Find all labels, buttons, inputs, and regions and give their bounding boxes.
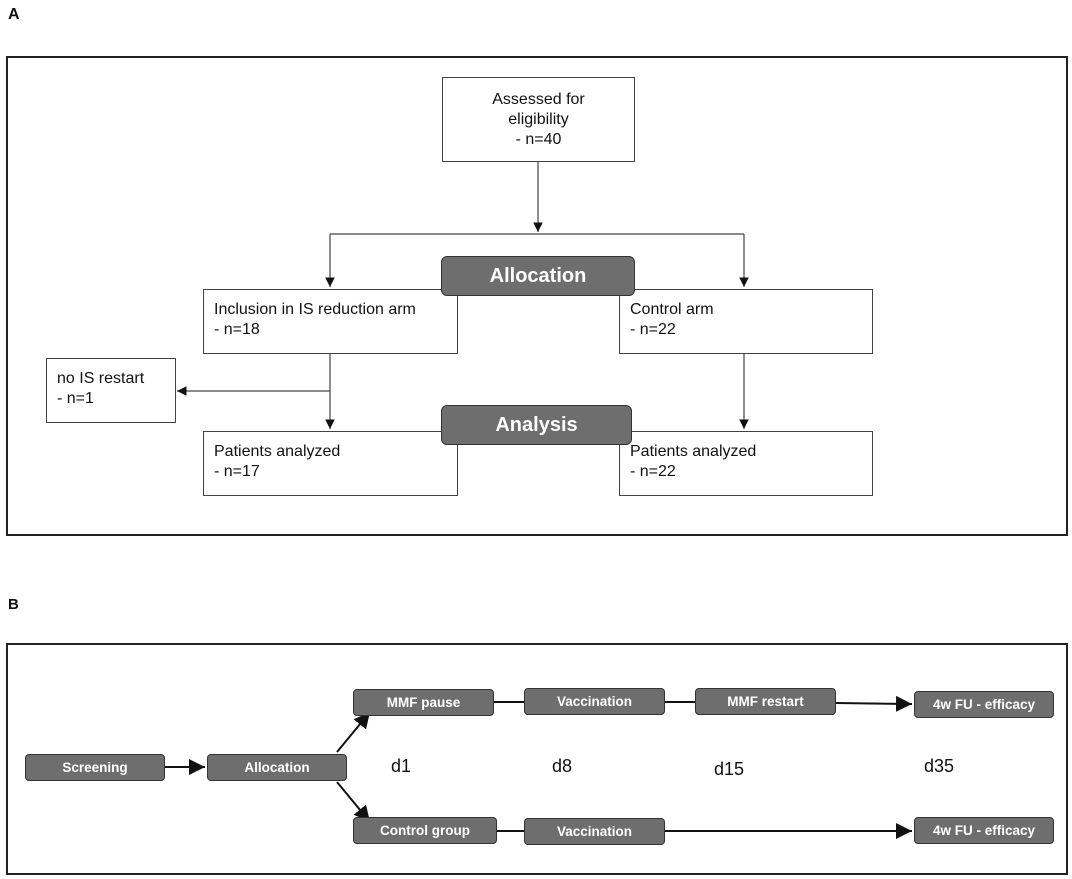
control-arm-box: Control arm - n=22 bbox=[619, 289, 873, 354]
allocation-box: Allocation bbox=[207, 754, 347, 781]
arrow-allocation-mmf bbox=[336, 711, 371, 753]
panel-b-label: B bbox=[8, 596, 19, 613]
assessed-line1: Assessed for bbox=[492, 90, 585, 108]
is-arm-box: Inclusion in IS reduction arm - n=18 bbox=[203, 289, 458, 354]
screening-box: Screening bbox=[25, 754, 165, 781]
arrow-allocation-control bbox=[336, 781, 371, 823]
allocation-stage-label: Allocation bbox=[441, 256, 635, 296]
is-arm-line1: Inclusion in IS reduction arm bbox=[214, 301, 416, 318]
is-analyzed-box: Patients analyzed - n=17 bbox=[203, 431, 458, 496]
panel-a-frame bbox=[6, 56, 1068, 536]
vaccination-bottom-box: Vaccination bbox=[524, 818, 665, 845]
arrow-restart-fu bbox=[835, 695, 913, 712]
panel-a-label: A bbox=[8, 6, 20, 23]
control-arm-line2: - n=22 bbox=[630, 321, 676, 338]
day-label-d8: d8 bbox=[552, 756, 573, 776]
vaccination-top-box: Vaccination bbox=[524, 688, 665, 715]
mmf-restart-box: MMF restart bbox=[695, 688, 836, 715]
day-label-d35: d35 bbox=[924, 756, 955, 776]
is-analyzed-line1: Patients analyzed bbox=[214, 443, 341, 460]
no-restart-box: no IS restart - n=1 bbox=[46, 358, 176, 423]
control-analyzed-line2: - n=22 bbox=[630, 463, 676, 480]
control-group-box: Control group bbox=[353, 817, 497, 844]
assessed-line3: - n=40 bbox=[515, 130, 562, 148]
assessed-line2: eligibility bbox=[508, 110, 569, 128]
panel-b-frame bbox=[6, 643, 1068, 875]
control-analyzed-line1: Patients analyzed bbox=[630, 443, 757, 460]
day-label-d15: d15 bbox=[714, 759, 745, 779]
control-analyzed-box: Patients analyzed - n=22 bbox=[619, 431, 873, 496]
assessed-box: Assessed for eligibility - n=40 bbox=[442, 77, 635, 162]
fu-bottom-box: 4w FU - efficacy bbox=[914, 817, 1054, 844]
control-arm-line1: Control arm bbox=[630, 301, 714, 318]
is-analyzed-line2: - n=17 bbox=[214, 463, 260, 480]
fu-top-box: 4w FU - efficacy bbox=[914, 691, 1054, 718]
no-restart-line1: no IS restart bbox=[57, 370, 145, 387]
no-restart-line2: - n=1 bbox=[57, 390, 94, 407]
day-label-d1: d1 bbox=[391, 756, 412, 776]
is-arm-line2: - n=18 bbox=[214, 321, 260, 338]
mmf-pause-box: MMF pause bbox=[353, 689, 494, 716]
analysis-stage-label: Analysis bbox=[441, 405, 632, 445]
